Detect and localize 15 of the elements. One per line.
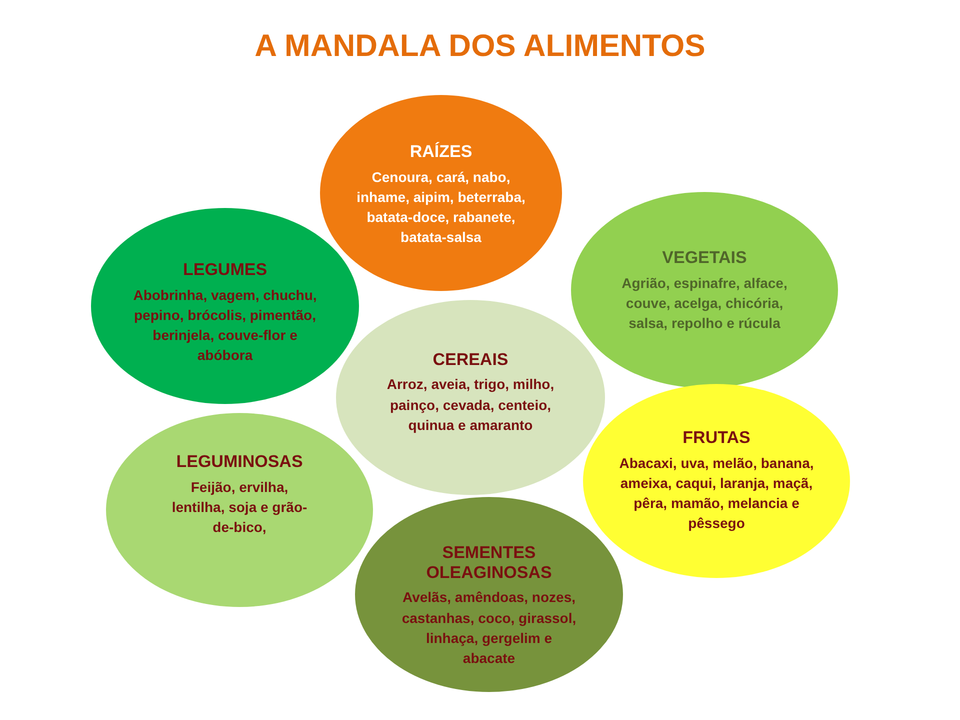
food-list: Avelãs, amêndoas, nozes, castanhas, coco, girassol, linhaça, gergelim e abacate <box>399 587 579 668</box>
category-heading: RAÍZES <box>410 142 472 163</box>
category-heading: CEREAIS <box>432 350 508 370</box>
category-heading: SEMENTES OLEAGINOSAS <box>425 542 553 584</box>
category-heading: VEGETAIS <box>662 248 747 269</box>
food-list: Arroz, aveia, trigo, milho, painço, cevada, centeio, quinua e amaranto <box>374 374 567 436</box>
category-heading: FRUTAS <box>682 428 750 449</box>
food-list: Agrião, espinafre, alface, couve, acelga, chicória, salsa, repolho e rúcula <box>619 272 790 334</box>
category-heading: LEGUMES <box>182 260 268 281</box>
category-heading: LEGUMINOSAS <box>176 452 303 473</box>
food-list: Cenoura, cará, nabo, inhame, aipim, beterraba, batata-doce, rabanete, batata-salsa <box>356 166 526 248</box>
food-list: Feijão, ervilha, lentilha, soja e grão-de-bico, <box>164 476 315 538</box>
diagram-title: A MANDALA DOS ALIMENTOS <box>254 28 706 64</box>
food-list: Abacaxi, uva, melão, banana, ameixa, caqui, laranja, maçã, pêra, mamão, melancia e pêssego <box>619 452 814 534</box>
food-list: Abobrinha, vagem, chuchu, pepino, brócolis, pimentão, berinjela, couve-flor e abóbora <box>131 284 319 366</box>
